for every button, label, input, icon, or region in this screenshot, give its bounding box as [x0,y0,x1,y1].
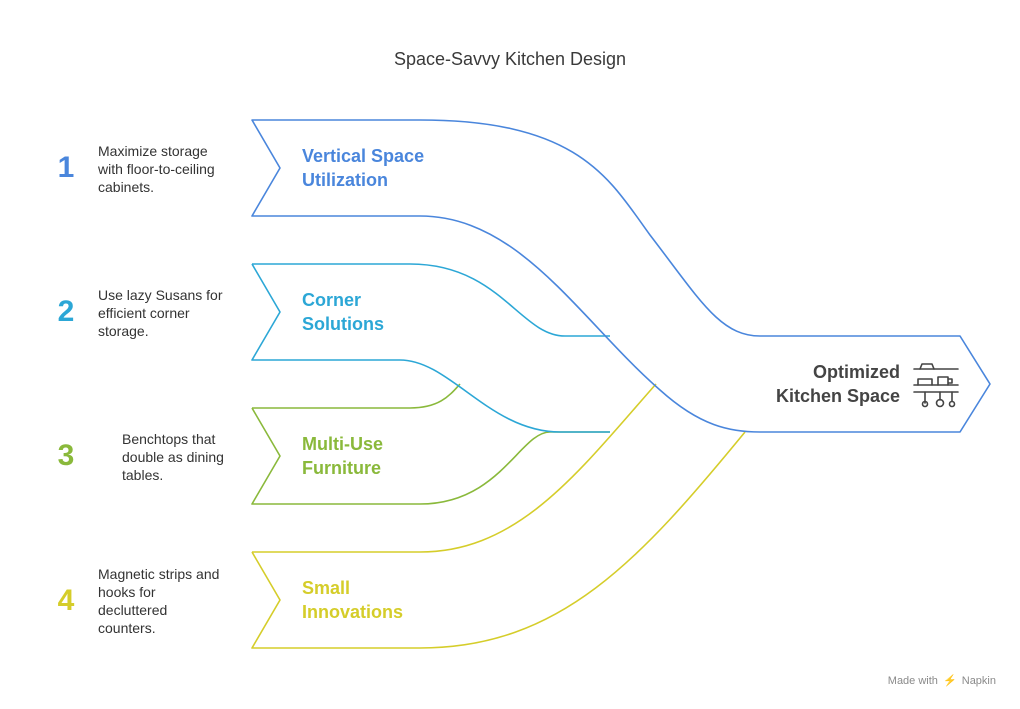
napkin-brand: Napkin [961,675,996,687]
step-description-4: Magnetic strips and hooks for decluttere… [98,566,220,636]
made-with-text: Made with [887,675,938,687]
flow-small-innovations [251,383,746,649]
napkin-logo-icon: ⚡ [942,675,957,687]
step-number-4: 4 [57,584,75,617]
flow-corner-solutions [251,263,610,433]
step-label-4: Small Innovations [302,578,404,622]
flow-vertical-space [251,119,991,433]
flow-multi-use-furniture [251,383,610,505]
step-label-3: Multi-Use Furniture [302,434,383,478]
made-with-napkin[interactable]: Made with ⚡ Napkin [888,674,996,687]
step-description-3: Benchtops that double as dining tables. [122,431,224,483]
diagram-title: Space-Savvy Kitchen Design [393,49,627,69]
step-label-2: Corner Solutions [302,290,384,334]
step-number-1: 1 [57,151,75,184]
step-description-2: Use lazy Susans for efficient corner sto… [98,287,223,339]
step-label-1: Vertical Space Utilization [302,146,425,190]
step-description-1: Maximize storage with floor-to-ceiling c… [98,143,215,195]
step-number-3: 3 [57,439,75,472]
kitchen-utensils-icon [913,363,959,408]
destination-label: Optimized Kitchen Space [775,362,900,406]
step-number-2: 2 [57,295,75,328]
